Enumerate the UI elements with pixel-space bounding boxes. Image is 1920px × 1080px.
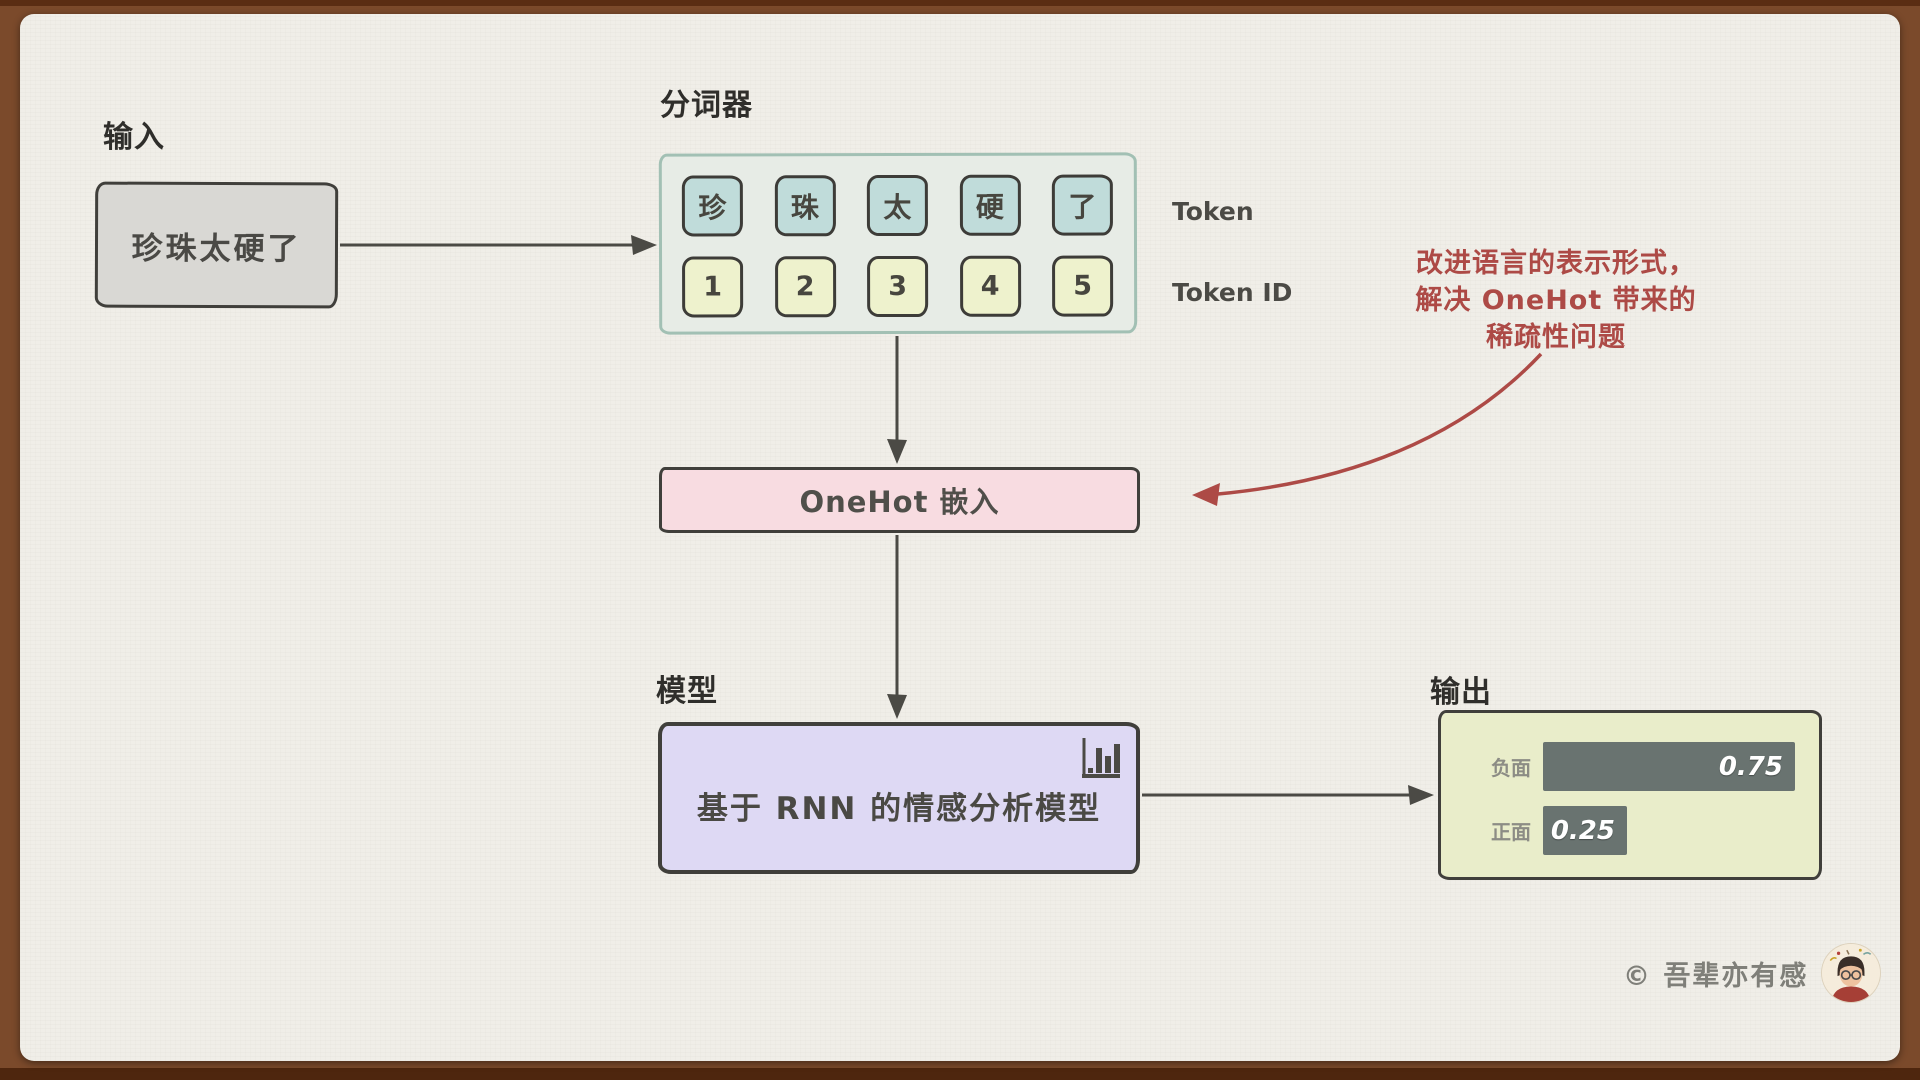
annotation-note: 改进语言的表示形式， 解决 OneHot 带来的 稀疏性问题 — [1376, 245, 1736, 356]
token-char: 珍 — [698, 190, 727, 225]
arrow-onehot-to-model — [887, 535, 907, 719]
token-char: 硬 — [975, 190, 1004, 224]
model-text: 基于 RNN 的情感分析模型 — [696, 790, 1102, 827]
tokenizer-section-label: 分词器 — [660, 88, 753, 123]
token-id: 4 — [980, 270, 1000, 302]
output-section-label: 输出 — [1430, 675, 1492, 710]
tokenizer-box: 珍 珠 太 硬 了 1 2 3 4 5 — [658, 152, 1138, 335]
paper-canvas: 输入 珍珠太硬了 分词器 珍 珠 太 硬 了 1 2 3 4 5 Token T… — [20, 14, 1900, 1061]
token-id: 5 — [1073, 270, 1093, 302]
token-id-cell: 5 — [1052, 255, 1114, 317]
negative-score-value: 0.75 — [1718, 751, 1783, 782]
token-cell: 珠 — [774, 175, 836, 237]
token-id-row-label: Token ID — [1172, 278, 1293, 307]
arrow-tokenizer-to-onehot — [887, 336, 907, 464]
positive-score-value: 0.25 — [1550, 815, 1615, 846]
onehot-embedding-box: OneHot 嵌入 — [659, 467, 1140, 533]
bar-chart-icon — [1082, 738, 1120, 778]
output-bar-row: 负面 0.75 — [1487, 742, 1819, 791]
annotation-line: 解决 OneHot 带来的 — [1415, 285, 1697, 316]
annotation-line: 稀疏性问题 — [1486, 322, 1626, 353]
token-id-cell: 3 — [867, 255, 929, 318]
model-section-label: 模型 — [656, 674, 718, 709]
input-text: 珍珠太硬了 — [131, 230, 302, 267]
token-row-label: Token — [1172, 197, 1254, 226]
token-cell: 太 — [866, 174, 928, 237]
author-avatar — [1822, 944, 1881, 1002]
model-box: 基于 RNN 的情感分析模型 — [658, 722, 1140, 874]
input-section-label: 输入 — [103, 120, 165, 155]
bar-label-negative: 负面 — [1491, 756, 1531, 780]
token-id-cell: 2 — [774, 256, 836, 318]
token-id-cell: 4 — [959, 255, 1021, 317]
token-cell: 了 — [1051, 174, 1113, 236]
token-char: 太 — [883, 190, 912, 224]
positive-score-bar: 0.25 — [1543, 806, 1627, 855]
bar-label-positive: 正面 — [1491, 820, 1531, 844]
token-char: 珠 — [790, 190, 819, 224]
token-id: 2 — [795, 271, 815, 303]
annotation-line: 改进语言的表示形式， — [1416, 248, 1696, 279]
token-char: 了 — [1068, 189, 1097, 224]
arrow-input-to-tokenizer — [340, 235, 657, 255]
token-id-cell: 1 — [682, 256, 744, 318]
output-box: 负面 0.75 正面 0.25 — [1438, 710, 1822, 880]
token-id: 3 — [888, 270, 908, 303]
onehot-embedding-text: OneHot 嵌入 — [799, 485, 1000, 519]
negative-score-bar: 0.75 — [1543, 742, 1795, 791]
token-id: 1 — [703, 271, 723, 303]
watermark-text: © 吾辈亦有感 — [1623, 960, 1809, 992]
watermark: © 吾辈亦有感 — [1623, 944, 1881, 1002]
token-id-row: 1 2 3 4 5 — [682, 255, 1114, 318]
avatar-illustration — [1822, 944, 1881, 1002]
token-row: 珍 珠 太 硬 了 — [681, 174, 1113, 237]
token-cell: 硬 — [959, 174, 1021, 236]
token-cell: 珍 — [681, 175, 743, 237]
output-bar-row: 正面 0.25 — [1487, 806, 1819, 855]
arrow-annotation-to-onehot — [1192, 352, 1543, 506]
input-box: 珍珠太硬了 — [94, 181, 339, 309]
arrow-model-to-output — [1142, 785, 1434, 805]
